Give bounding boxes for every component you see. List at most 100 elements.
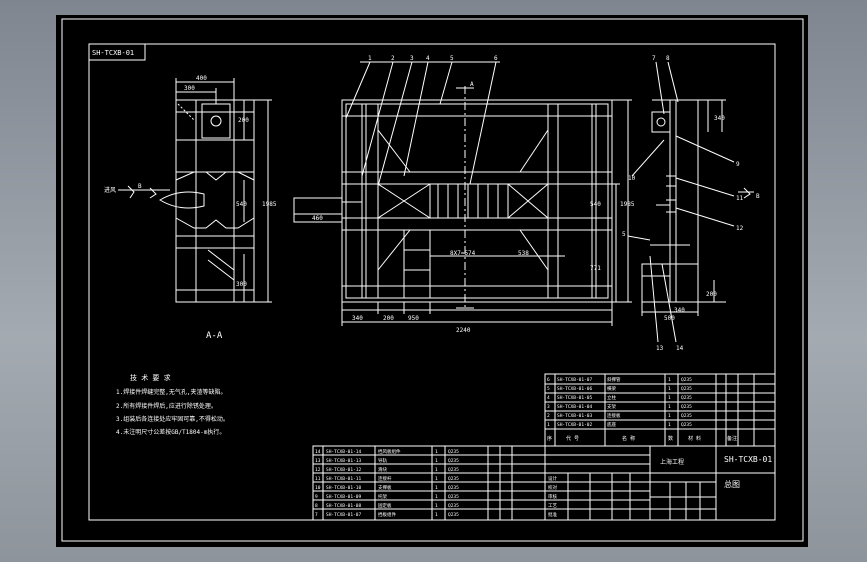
bom-lower-cell: 滑块 <box>378 466 387 473</box>
callout-side-14: 14 <box>676 345 684 352</box>
note-1: 1.焊接件焊缝完整,无气孔,夹渣等缺陷。 <box>116 388 226 396</box>
bom-lower-cell: 14 <box>315 449 321 455</box>
bom-upper-cell: SH-TCXB-01-07 <box>557 377 593 383</box>
bom-lower-cell: SH-TCXB-01-11 <box>326 476 362 482</box>
bom-upper-cell: Q235 <box>681 413 692 419</box>
bom-lower-cell: 挡板组件 <box>378 511 396 518</box>
callout-front-2: 2 <box>391 55 395 62</box>
code-box-text: SH-TCXB-01 <box>92 49 134 57</box>
note-3: 3.组装后各连接处应牢固可靠,不得松动。 <box>116 415 229 423</box>
section-view-aa <box>118 78 272 303</box>
bom-upper-cell: SH-TCXB-01-04 <box>557 404 593 410</box>
bom-upper-header: 数 <box>668 435 673 442</box>
bom-lower-cell: 11 <box>315 476 321 482</box>
bom-upper-header: 材 料 <box>688 435 701 442</box>
bom-lower-cell: 连接杆 <box>378 475 392 482</box>
bom-lower-cell: SH-TCXB-01-09 <box>326 494 362 500</box>
bom-upper-cell: 2 <box>547 413 550 419</box>
dim-950: 950 <box>408 315 419 322</box>
note-4: 4.未注明尺寸公差按GB/T1804-m执行。 <box>116 428 225 436</box>
callout-front-1: 1 <box>368 55 372 62</box>
title-row-label: 批准 <box>548 511 557 518</box>
bom-lower-cell: 1 <box>435 485 438 491</box>
callout-side-10: 10 <box>628 175 636 182</box>
bom-upper-cell: 1 <box>668 404 671 410</box>
bom-lower-table <box>312 445 776 521</box>
section-label: A-A <box>206 331 223 341</box>
bom-upper-cell: 连接板 <box>607 412 621 419</box>
bom-lower-cell: 1 <box>435 512 438 518</box>
dim-200-right: 200 <box>706 291 717 298</box>
title-row-label: 校对 <box>548 484 557 491</box>
arrow-b-label: B <box>138 183 142 190</box>
bom-upper-table <box>544 373 776 447</box>
bom-upper-cell: 6 <box>547 377 550 383</box>
callout-side-8: 8 <box>666 55 670 62</box>
bom-lower-cell: SH-TCXB-01-13 <box>326 458 362 464</box>
dim-538: 538 <box>518 250 529 257</box>
bom-upper-cell: 1 <box>668 422 671 428</box>
bom-upper-cell: 斜撑管 <box>607 376 621 383</box>
bom-upper-cell: SH-TCXB-01-05 <box>557 395 593 401</box>
note-2: 2.所有焊接件焊后,应进行除锈处理。 <box>116 402 217 410</box>
dim-340-right: 340 <box>714 115 725 122</box>
bom-lower-cell: SH-TCXB-01-07 <box>326 512 362 518</box>
dim-1985-front: 1985 <box>620 201 635 208</box>
bom-upper-cell: SH-TCXB-01-02 <box>557 422 593 428</box>
bom-lower-cell: 8 <box>315 503 318 509</box>
bom-upper-cell: SH-TCXB-01-03 <box>557 413 593 419</box>
bom-upper-cell: SH-TCXB-01-06 <box>557 386 593 392</box>
bom-upper-cell: 1 <box>668 395 671 401</box>
bom-lower-cell: 1 <box>435 503 438 509</box>
bom-upper-header: 代 号 <box>566 435 579 442</box>
bom-lower-cell: SH-TCXB-01-08 <box>326 503 362 509</box>
bom-upper-cell: 支架 <box>607 403 616 410</box>
bom-lower-cell: Q235 <box>448 449 459 455</box>
bom-lower-cell: 挡风板组件 <box>378 448 401 455</box>
bom-upper-cell: 1 <box>668 377 671 383</box>
bom-upper-cell: 4 <box>547 395 550 401</box>
bom-upper-cell: 1 <box>668 413 671 419</box>
dim-400: 400 <box>196 75 207 82</box>
bom-upper-cell: Q235 <box>681 422 692 428</box>
callout-front-3: 3 <box>410 55 414 62</box>
bom-lower-cell: 1 <box>435 449 438 455</box>
code-box <box>88 43 146 61</box>
title-row-label: 审核 <box>548 493 557 500</box>
bom-lower-cell: Q235 <box>448 503 459 509</box>
bom-lower-cell: 支撑板 <box>378 484 392 491</box>
title-left: 上海工程 <box>660 458 684 466</box>
dim-1985-side: 1985 <box>262 201 277 208</box>
bom-lower-cell: 10 <box>315 485 321 491</box>
bom-lower-cell: 导轨 <box>378 457 387 464</box>
bom-upper-cell: 1 <box>668 386 671 392</box>
title-row-label: 设计 <box>548 475 557 482</box>
bom-lower-cell: Q235 <box>448 476 459 482</box>
bom-upper-header: 序 <box>547 435 552 442</box>
notes-title: 技 术 要 求 <box>130 373 171 382</box>
bom-lower-cell: 1 <box>435 467 438 473</box>
dim-300: 300 <box>184 85 195 92</box>
dim-340b-right: 340 <box>674 307 685 314</box>
bom-lower-cell: Q235 <box>448 458 459 464</box>
front-view <box>293 61 632 326</box>
bom-lower-cell: 7 <box>315 512 318 518</box>
bom-upper-cell: 5 <box>547 386 550 392</box>
bom-lower-cell: 13 <box>315 458 321 464</box>
bom-upper-cell: 横梁 <box>607 385 616 392</box>
bom-lower-cell: 1 <box>435 458 438 464</box>
bom-lower-cell: 固定板 <box>378 502 392 509</box>
dim-540-front: 540 <box>590 201 601 208</box>
bom-lower-cell: SH-TCXB-01-10 <box>326 485 362 491</box>
bom-upper-cell: Q235 <box>681 386 692 392</box>
callout-side-5: 5 <box>622 231 626 238</box>
dim-2240: 2240 <box>456 327 471 334</box>
bom-upper-header: 名 称 <box>622 435 635 442</box>
bom-lower-cell: Q235 <box>448 494 459 500</box>
bom-upper-cell: Q235 <box>681 377 692 383</box>
callout-side-12: 12 <box>736 225 744 232</box>
bom-lower-cell: 1 <box>435 494 438 500</box>
callout-front-4: 4 <box>426 55 430 62</box>
